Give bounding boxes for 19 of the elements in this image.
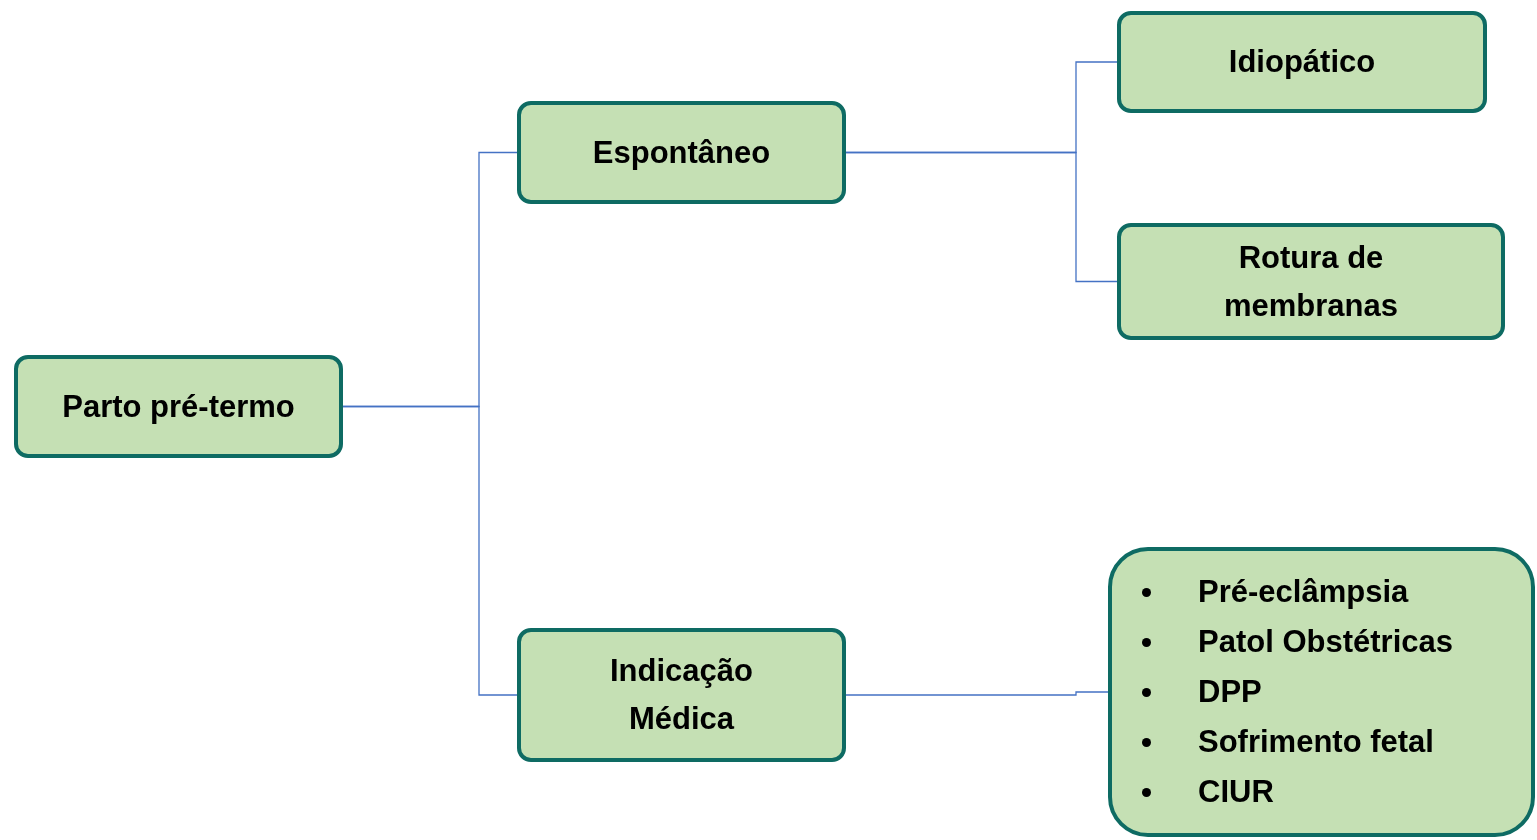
list-item: Pré-eclâmpsia [1142, 567, 1453, 617]
box-label: Idiopático [1228, 43, 1376, 81]
process-box [1117, 11, 1487, 113]
list-item: Patol Obstétricas [1142, 617, 1453, 667]
list-item: DPP [1142, 667, 1453, 717]
process-box [1117, 223, 1505, 340]
connector-line [845, 151, 1118, 283]
connector-line [845, 691, 1109, 696]
list-item: CIUR [1142, 767, 1453, 817]
box-label: Parto pré-termo [62, 387, 295, 426]
box-label: Indicação Médica [609, 652, 754, 738]
list-box [1108, 547, 1535, 837]
connector-line [342, 405, 518, 696]
box-label: Espontâneo [592, 133, 771, 172]
list-item: Sofrimento fetal [1142, 717, 1453, 767]
process-box [517, 628, 846, 762]
process-box [14, 355, 343, 458]
box-label: Rotura de membranas [1223, 238, 1399, 325]
process-box [517, 101, 846, 204]
